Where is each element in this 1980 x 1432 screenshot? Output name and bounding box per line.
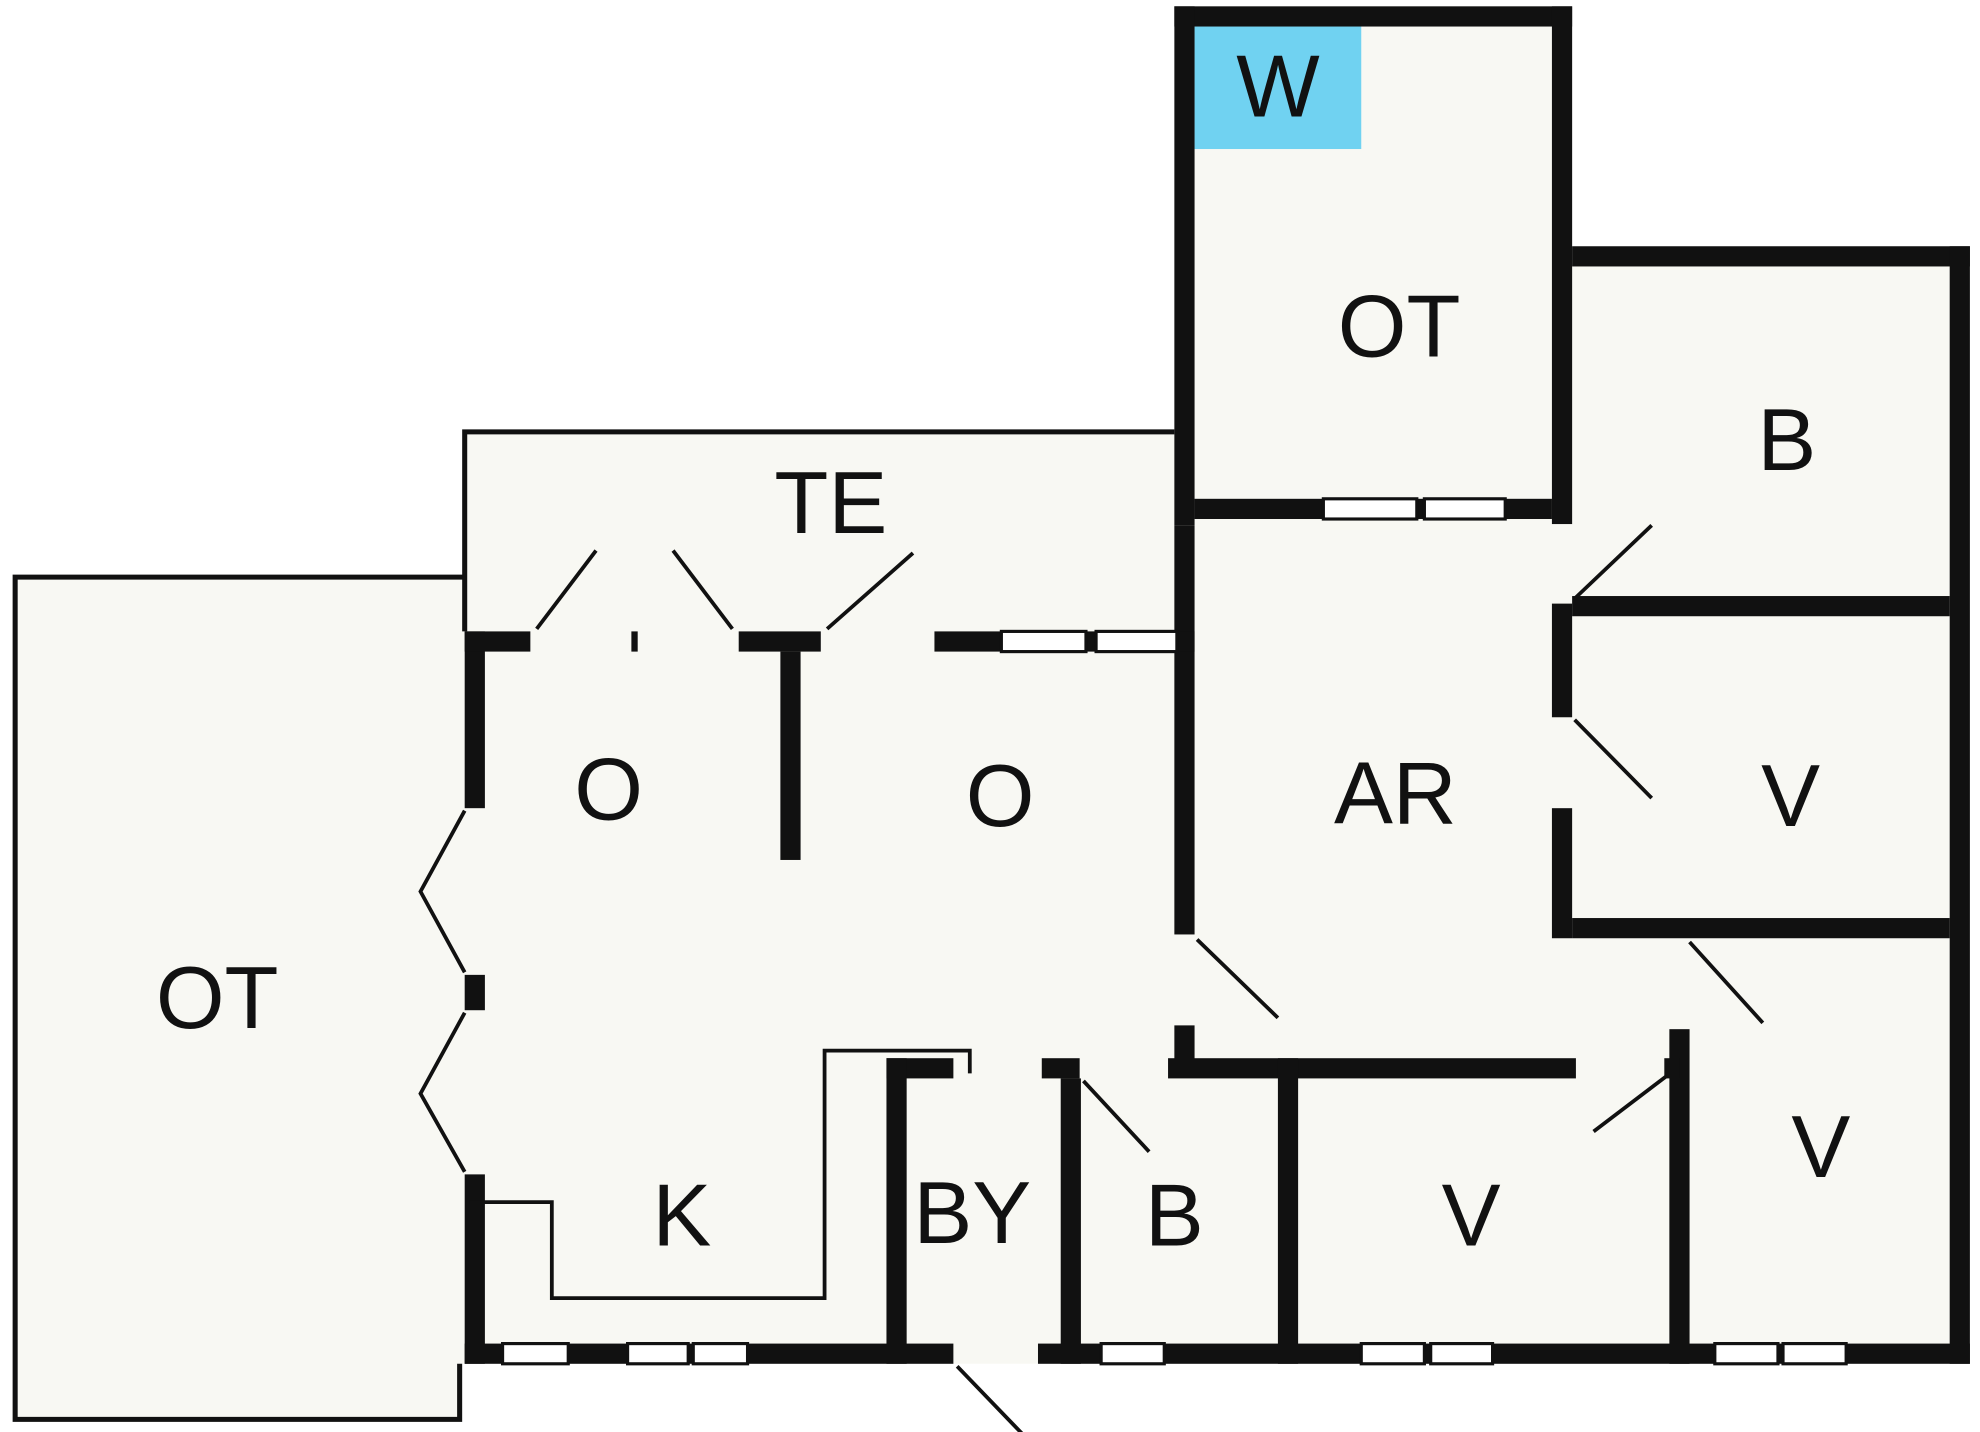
wall-segment bbox=[738, 631, 821, 652]
wall-segment bbox=[1572, 246, 1970, 267]
wall-segment bbox=[1174, 6, 1573, 27]
room-label-ot-top: OT bbox=[1338, 276, 1461, 375]
room-label-te: TE bbox=[774, 453, 887, 552]
kitchen-counter-outline bbox=[469, 1048, 972, 1301]
door-swing bbox=[955, 1365, 1024, 1432]
wall-segment bbox=[464, 631, 485, 809]
room-label-v-upper: V bbox=[1761, 746, 1820, 845]
room-label-k: K bbox=[652, 1165, 711, 1264]
wall-segment bbox=[886, 1058, 907, 1364]
wall-segment bbox=[1060, 1078, 1081, 1364]
wall-segment bbox=[1572, 596, 1950, 617]
wall-segment bbox=[1551, 603, 1573, 718]
wall-segment bbox=[780, 651, 801, 860]
wall-segment bbox=[1085, 631, 1097, 652]
door-swing bbox=[418, 1011, 467, 1173]
wall-segment bbox=[464, 1174, 485, 1364]
room-labels: W OT TE B O O AR V OT K BY B V V bbox=[156, 36, 1851, 1264]
door-swing bbox=[535, 549, 598, 631]
window bbox=[1429, 1342, 1495, 1366]
wall-segment bbox=[1416, 498, 1425, 520]
room-label-ar: AR bbox=[1334, 744, 1457, 843]
wall-segment bbox=[934, 631, 1002, 652]
wall-segment bbox=[1777, 1343, 1784, 1364]
wall-segment bbox=[631, 631, 638, 652]
window bbox=[1781, 1342, 1848, 1366]
wall-segment bbox=[1669, 1029, 1690, 1364]
wall-segment bbox=[1551, 6, 1573, 525]
wall-segment bbox=[1505, 498, 1552, 520]
room-label-v-right: V bbox=[1791, 1097, 1850, 1196]
wall-segment bbox=[688, 1343, 694, 1364]
window bbox=[1321, 497, 1419, 521]
door-swing bbox=[1195, 938, 1280, 1020]
wall-segment bbox=[1846, 1343, 1970, 1364]
room-label-by: BY bbox=[913, 1163, 1031, 1262]
door-swings bbox=[418, 523, 1765, 1432]
wall-segment bbox=[1041, 1058, 1080, 1079]
wall-segment bbox=[1664, 1058, 1680, 1079]
window bbox=[1099, 1342, 1166, 1366]
door-swing bbox=[1592, 1074, 1668, 1133]
window bbox=[999, 629, 1088, 654]
window bbox=[1422, 497, 1507, 521]
room-highlight-w bbox=[1194, 26, 1362, 150]
terrace-outlines bbox=[12, 429, 1175, 1422]
wall-segment bbox=[1572, 918, 1950, 939]
terrace-outline-top bbox=[462, 429, 1175, 632]
wall-segment bbox=[1164, 1343, 1362, 1364]
wall-segment bbox=[1174, 525, 1195, 935]
wall-segment bbox=[568, 1343, 628, 1364]
wall-segment bbox=[464, 631, 531, 652]
window bbox=[500, 1342, 570, 1366]
wall-segment bbox=[1949, 246, 1970, 1364]
door-swing bbox=[1573, 718, 1654, 800]
room-label-o-left: O bbox=[574, 740, 643, 839]
wall-segment bbox=[1492, 1343, 1715, 1364]
room-label-w: W bbox=[1236, 36, 1320, 135]
wall-segment bbox=[747, 1343, 954, 1364]
wall-segment bbox=[1194, 498, 1324, 520]
door-swing bbox=[671, 549, 734, 631]
wall-segment bbox=[1037, 1343, 1102, 1364]
room-label-v-lower: V bbox=[1442, 1165, 1501, 1264]
wall-segment bbox=[1174, 6, 1195, 526]
window bbox=[691, 1342, 750, 1366]
wall-segment bbox=[1424, 1343, 1431, 1364]
wall-segment bbox=[464, 1343, 503, 1364]
door-swing bbox=[1688, 940, 1765, 1025]
wall-segment bbox=[464, 974, 485, 1011]
wall-segment bbox=[1277, 1058, 1299, 1364]
window bbox=[1713, 1342, 1780, 1366]
windows bbox=[500, 497, 1848, 1366]
room-label-b-lower: B bbox=[1145, 1165, 1204, 1264]
terrace-outline-left bbox=[12, 574, 465, 1422]
wall-segment bbox=[1176, 631, 1195, 652]
door-swing bbox=[1082, 1079, 1151, 1153]
door-swing bbox=[1573, 523, 1653, 600]
window bbox=[1359, 1342, 1426, 1366]
room-label-b-upper: B bbox=[1757, 390, 1816, 489]
door-swing bbox=[825, 551, 915, 631]
wall-segment bbox=[1551, 808, 1573, 939]
window bbox=[1094, 629, 1179, 654]
door-swing bbox=[418, 809, 467, 974]
room-label-o-right: O bbox=[966, 746, 1035, 845]
window bbox=[626, 1342, 690, 1366]
room-label-ot-left: OT bbox=[156, 948, 279, 1047]
walls bbox=[464, 6, 1970, 1364]
wall-segment bbox=[1168, 1058, 1576, 1079]
